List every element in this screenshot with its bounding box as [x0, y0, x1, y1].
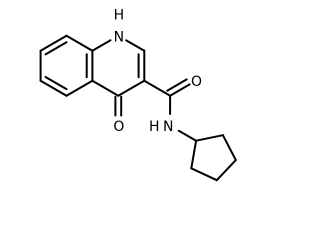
bond-c8-c7 [65, 34, 94, 52]
bond-inner-c5-c4a [44, 76, 68, 91]
cyclopentane-ring [190, 134, 237, 182]
bond-n-cyclopentyl [177, 129, 198, 142]
bond-n1-c2 [125, 39, 146, 52]
benzene-ring [39, 34, 94, 97]
ketone-group [114, 95, 123, 117]
bond-cp5-cp1 [190, 139, 198, 170]
bond-cp4-cp5 [190, 167, 218, 182]
bond-cp2-cp3 [221, 134, 237, 162]
amide-nitrogen-label: N [163, 119, 173, 135]
bond-c5-c4a [39, 79, 68, 97]
bond-c6-c5 [65, 79, 94, 97]
molecule-structure-diagram: N H O O H N [39, 8, 237, 182]
bond-c4-c6 [91, 79, 120, 97]
bond-c3-camide [143, 79, 172, 97]
amide-oxygen-label: O [191, 74, 202, 90]
pyridinone-ring [91, 39, 146, 97]
bond-camide-o-upper [166, 78, 188, 92]
bond-c7-n1 [91, 39, 112, 52]
ring-hydrogen-label: H [114, 8, 125, 24]
bond-cp3-cp4 [215, 159, 237, 182]
bond-cp1-cp2 [195, 134, 224, 142]
amide-hydrogen-label: H [149, 119, 160, 135]
bond-inner-c8a-c8 [44, 41, 68, 56]
bond-camide-o-lower [169, 83, 191, 97]
ketone-oxygen-label: O [113, 119, 124, 135]
bond-c3-c4 [117, 79, 146, 97]
ring-nitrogen-label: N [114, 30, 124, 46]
carboxamide-group [143, 78, 198, 142]
bond-c8a-c8 [39, 34, 68, 52]
